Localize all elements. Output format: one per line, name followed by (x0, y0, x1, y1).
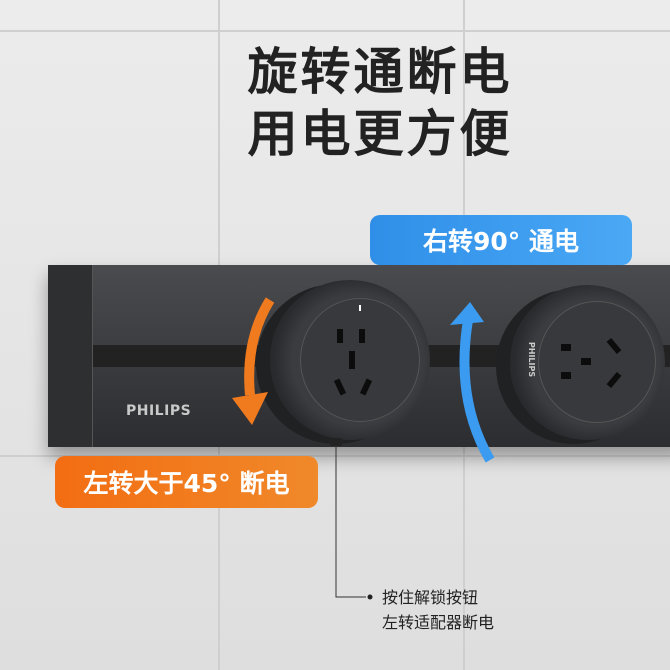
track-endcap (48, 265, 93, 447)
callout-text-line1: 按住解锁按钮 (382, 588, 479, 607)
headline-line2: 用电更方便 (247, 105, 513, 163)
arrow-head-orange (232, 392, 268, 425)
rotate-right-arrow-icon (459, 319, 495, 463)
socket-face (538, 301, 656, 423)
callout-text-line2: 左转适配器断电 (382, 613, 495, 632)
callout-line (335, 446, 366, 598)
socket-face (300, 298, 420, 422)
arrow-head-blue (450, 302, 484, 325)
socket-adapter-left[interactable] (270, 280, 430, 440)
tile-line (0, 30, 670, 32)
rotate-left-off-badge: 左转大于45° 断电 (55, 456, 318, 508)
unlock-button[interactable] (330, 438, 342, 446)
indicator-light (359, 305, 361, 311)
tile-line (0, 455, 670, 457)
headline-line1: 旋转通断电 (247, 43, 513, 101)
socket-adapter-right[interactable]: PHILIPS (510, 285, 665, 440)
philips-logo: PHILIPS (126, 403, 192, 419)
rotate-left-arrow-icon (244, 297, 275, 396)
callout-dot (367, 594, 373, 600)
rotate-right-on-badge: 右转90° 通电 (370, 215, 632, 265)
